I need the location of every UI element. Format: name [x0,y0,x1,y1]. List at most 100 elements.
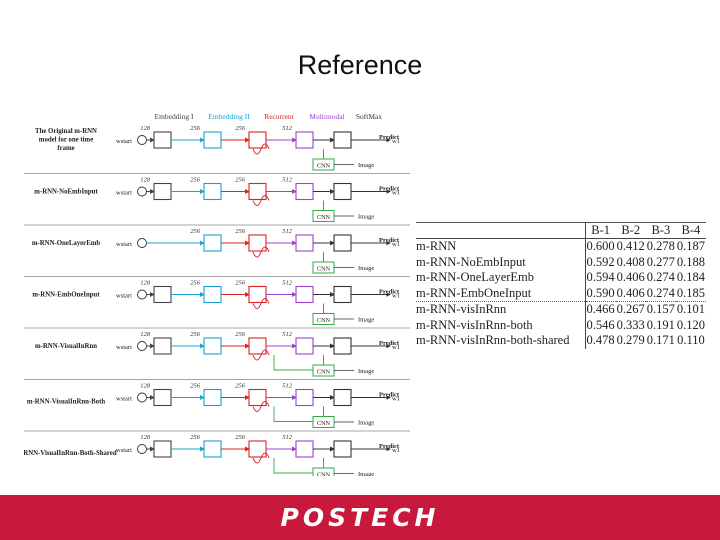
cnn-label: CNN [317,420,331,427]
layer-box [248,337,267,355]
dim-label: 256 [190,228,201,235]
image-label: Image [358,265,374,272]
table-row: m-RNN-visInRnn 0.466 0.267 0.157 0.101 [416,301,706,318]
output-label: w1 [392,241,400,248]
dim-label: 256 [235,434,246,441]
dim-label: 128 [140,434,151,441]
score-cell: 0.412 [616,239,645,254]
layer-box [333,388,352,407]
layer-box [248,182,267,201]
layer-box [203,388,222,407]
score-cell: 0.267 [616,302,645,317]
dim-label: 128 [140,383,151,390]
table-row: m-RNN-visInRnn-both 0.546 0.333 0.191 0.… [416,317,706,333]
layer-box [153,337,172,355]
score-cell: 0.406 [616,270,645,285]
predict-label: Predict [379,392,400,399]
score-cell: 0.277 [646,254,675,269]
layer-box [203,285,222,304]
dim-label: 256 [235,331,246,338]
dim-label: 256 [235,228,246,235]
image-label: Image [358,471,374,476]
wstart-label: wstart [116,447,132,454]
dim-label: 512 [282,228,293,235]
visual-feed-line [273,458,313,474]
score-cell: 0.406 [615,285,646,302]
method-name: m-RNN [416,238,586,255]
method-name: m-RNN-NoEmbInput [416,254,586,270]
dim-label: 128 [140,331,151,338]
layer-box [295,182,314,201]
method-name: m-RNN-visInRnn-both [416,317,586,333]
output-label: w1 [392,190,400,197]
layer-box [153,182,172,201]
dim-label: 256 [235,125,246,132]
dim-label: 256 [190,383,201,390]
visual-feed-line [273,355,313,371]
dim-label: 256 [235,383,246,390]
output-label: w1 [392,344,400,351]
layer-box [203,234,222,252]
dim-label: 256 [190,177,201,184]
layer-box [153,440,172,458]
stage-header: Embedding I [155,112,194,121]
cnn-label: CNN [317,369,331,376]
col-header-b2: B-2 [615,222,646,239]
dim-label: 512 [282,434,293,441]
dim-label: 256 [190,331,201,338]
dim-label: 256 [190,125,201,132]
layer-box [333,285,352,304]
score-cell: 0.278 [646,239,675,254]
input-node [137,341,147,351]
stage-header: Embedding II [208,112,250,121]
postech-logo: POSTECH [280,503,440,532]
dim-label: 512 [282,125,293,132]
layer-box [295,440,314,458]
predict-label: Predict [379,186,400,193]
input-node [137,135,147,145]
image-label: Image [358,317,374,324]
wstart-label: wstart [116,241,132,248]
recurrent-loop [252,401,270,412]
score-cell: 0.594 [586,270,615,285]
recurrent-loop [252,452,270,464]
row-label: m-RNN-VisualInRnn-Both-Shared [24,450,117,457]
predict-label: Predict [379,289,400,296]
method-name: m-RNN-EmbOneInput [416,285,586,302]
layer-box [203,182,222,201]
image-label: Image [358,420,374,427]
predict-label: Predict [379,340,400,347]
image-label: Image [358,214,374,221]
score-cell: 0.188 [676,254,705,269]
score-cell: 0.333 [616,317,645,332]
stage-header: SoftMax [356,112,383,121]
score-cell: 0.120 [676,317,705,332]
score-cell: 0.191 [646,317,675,332]
table-row: m-RNN-OneLayerEmb 0.594 0.406 0.274 0.18… [416,270,706,286]
layer-box [333,337,352,355]
recurrent-loop [252,246,270,258]
visual-feed-line [273,406,313,422]
wstart-label: wstart [116,190,132,197]
score-cell: 0.185 [675,285,706,302]
layer-box [248,234,267,252]
output-label: w1 [392,293,400,300]
stage-header: Multimodal [309,112,344,121]
dim-label: 512 [282,383,293,390]
layer-box [333,440,352,458]
score-cell: 0.101 [676,302,705,317]
input-node [137,238,147,248]
bleu-results-table: B-1 B-2 B-3 B-4 m-RNN 0.600 0.412 0.278 … [416,222,706,349]
layer-box [248,440,267,458]
stage-header: Recurrent [264,112,294,121]
cnn-label: CNN [317,317,331,324]
score-cell: 0.274 [646,270,675,285]
table-row: m-RNN 0.600 0.412 0.278 0.187 [416,238,706,255]
layer-box [153,388,172,407]
dim-label: 512 [282,331,293,338]
layer-box [153,131,172,149]
table-row: m-RNN-NoEmbInput 0.592 0.408 0.277 0.188 [416,254,706,270]
wstart-label: wstart [116,396,132,403]
cnn-label: CNN [317,266,331,273]
